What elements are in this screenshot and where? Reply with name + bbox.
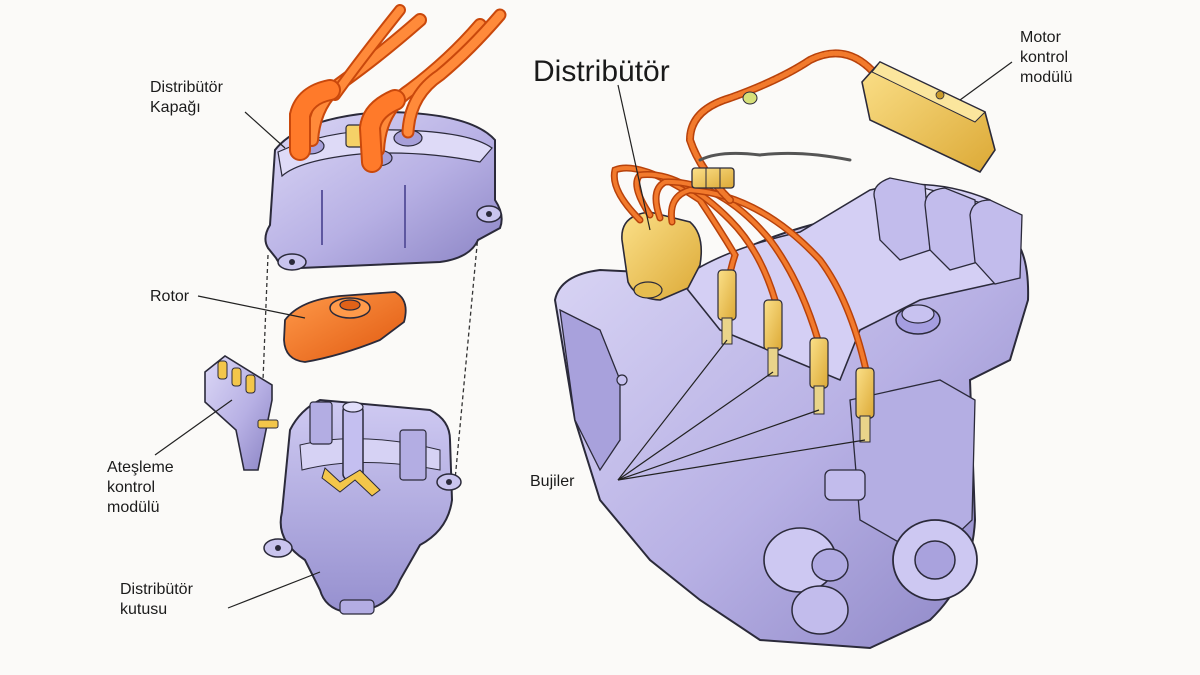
harness-connector xyxy=(691,91,758,189)
label-spark-plugs: Bujiler xyxy=(530,473,575,490)
cap-wires xyxy=(289,4,507,173)
spark-plugs xyxy=(717,269,875,443)
label-distributor: Distribütör xyxy=(533,55,670,88)
distributor-cap xyxy=(264,110,503,271)
label-distributor-cap: Distribütör Kapağı xyxy=(150,79,223,116)
label-ignition-control-module: Ateşleme kontrol modülü xyxy=(107,459,174,516)
rotor xyxy=(283,291,407,363)
engine-wires xyxy=(610,49,884,374)
guide-lines xyxy=(261,234,479,481)
engine-distributor xyxy=(621,211,703,301)
label-distributor-housing: Distribütör kutusu xyxy=(120,581,193,618)
ignition-control-module xyxy=(204,355,279,471)
leader-lines xyxy=(154,61,1013,609)
spark-plug-2 xyxy=(763,299,783,377)
spark-plug-1 xyxy=(717,269,737,345)
engine-control-module xyxy=(861,61,996,174)
spark-plug-4 xyxy=(855,367,875,443)
label-rotor: Rotor xyxy=(150,288,190,305)
spark-plug-3 xyxy=(809,337,829,415)
distributor-housing xyxy=(263,398,462,615)
label-engine-control-module: Motor kontrol modülü xyxy=(1020,29,1073,86)
